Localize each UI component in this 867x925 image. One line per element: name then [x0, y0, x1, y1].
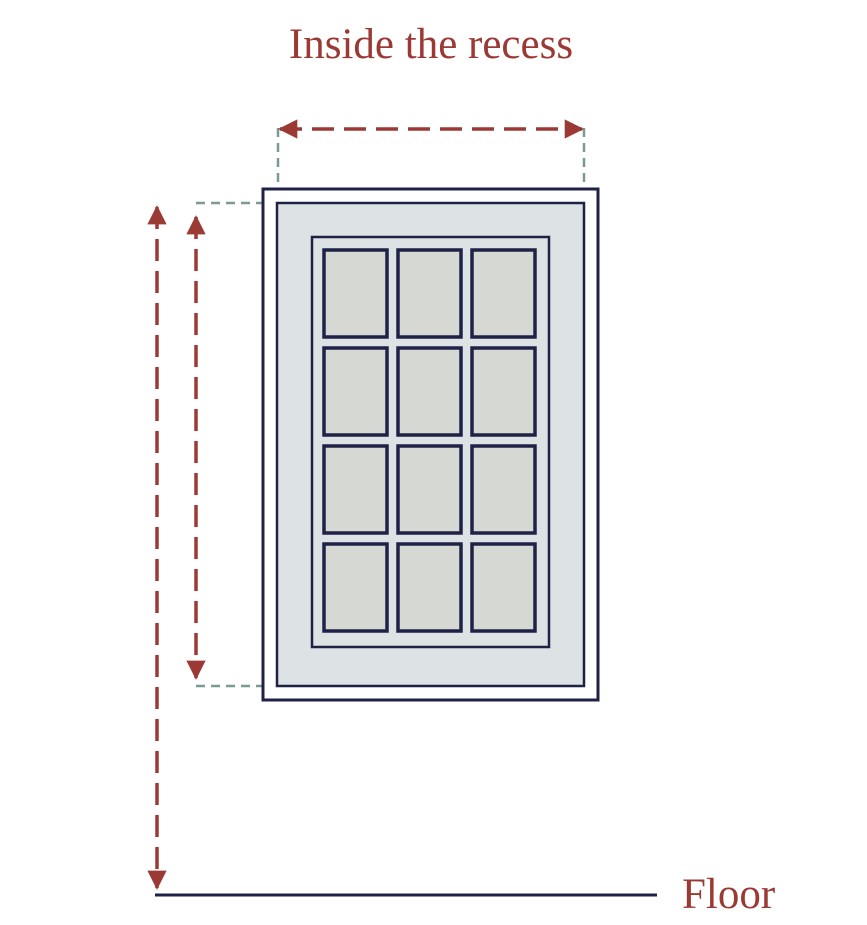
window-pane [396, 542, 463, 633]
window-pane [322, 346, 389, 437]
window-pane [322, 542, 389, 633]
window-pane [396, 346, 463, 437]
diagram-title: Inside the recess [289, 21, 573, 68]
window-pane [470, 444, 537, 535]
window-pane [470, 346, 537, 437]
floor-label: Floor [682, 871, 775, 918]
window-pane [470, 542, 537, 633]
window-pane [396, 248, 463, 339]
window-pane [322, 248, 389, 339]
window-panes [322, 248, 537, 633]
window-pane [322, 444, 389, 535]
window-pane [470, 248, 537, 339]
window-pane [396, 444, 463, 535]
